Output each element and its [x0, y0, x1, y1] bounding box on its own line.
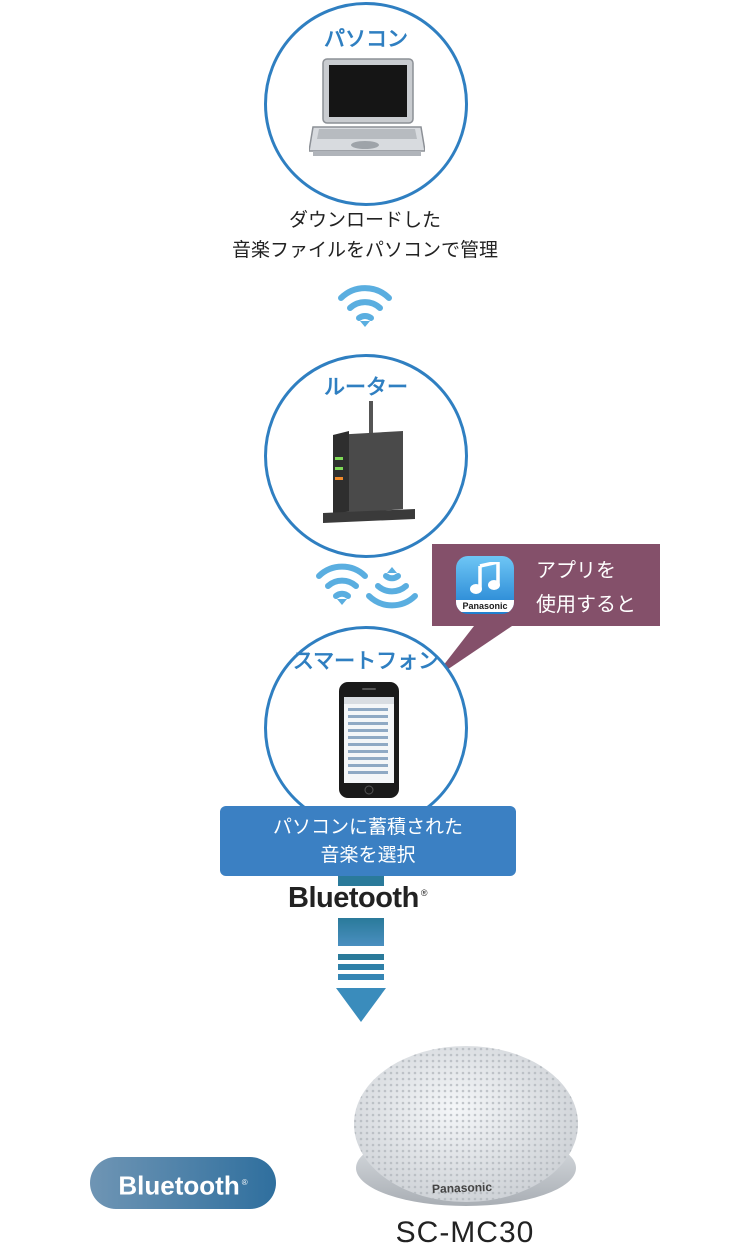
- smartphone-circle: スマートフォン: [264, 626, 468, 830]
- select-music-box: パソコンに蓄積された 音楽を選択: [220, 806, 516, 876]
- wifi-icon: [316, 563, 368, 605]
- speaker-icon: [354, 1046, 578, 1206]
- smartphone-label: スマートフォン: [292, 649, 440, 673]
- app-bubble-line2: 使用すると: [536, 592, 636, 616]
- pc-circle: パソコン: [264, 2, 468, 206]
- app-bubble-line1: アプリを: [536, 558, 616, 582]
- connector-bar: [338, 876, 384, 886]
- select-box-line2: 音楽を選択: [320, 844, 416, 866]
- speaker-brand: Panasonic: [431, 1179, 493, 1197]
- laptop-icon: [309, 58, 425, 156]
- pc-caption-line1: ダウンロードした: [288, 209, 441, 231]
- app-icon-brand: Panasonic: [456, 600, 514, 612]
- wifi-icon: [366, 567, 418, 609]
- bluetooth-badge-mark: ®: [241, 1178, 248, 1187]
- bluetooth-badge: Bluetooth®: [90, 1157, 276, 1209]
- pc-caption-line2: 音楽ファイルをパソコンで管理: [231, 239, 498, 261]
- bluetooth-label: Bluetooth®: [288, 882, 427, 915]
- bluetooth-label-text: Bluetooth: [288, 882, 419, 914]
- down-arrow-icon: [336, 918, 386, 1022]
- bluetooth-label-mark: ®: [420, 888, 428, 899]
- pc-label: パソコン: [324, 27, 408, 51]
- music-app-icon: Panasonic: [456, 556, 514, 614]
- router-label: ルーター: [324, 375, 408, 399]
- router-circle: ルーター: [264, 354, 468, 558]
- router-icon: [323, 401, 415, 523]
- select-box-line1: パソコンに蓄積された: [272, 816, 463, 838]
- wifi-icon: [338, 285, 392, 327]
- bluetooth-badge-text: Bluetooth: [118, 1170, 240, 1201]
- speaker-model: SC-MC30: [395, 1216, 535, 1249]
- smartphone-icon: [339, 682, 399, 798]
